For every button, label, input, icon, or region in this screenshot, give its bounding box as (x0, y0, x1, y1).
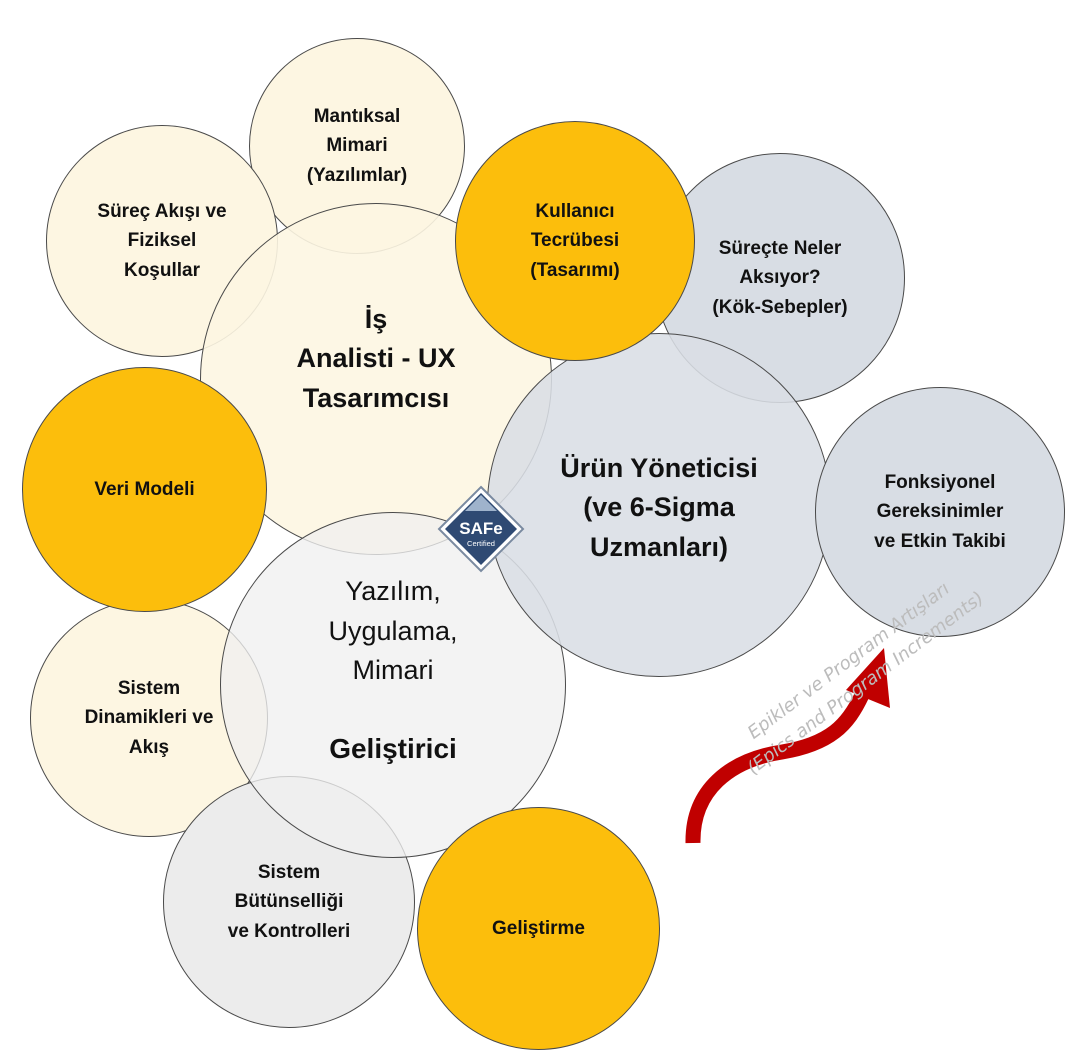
circle-gelistirici-label-group: Yazılım, Uygulama, Mimari Geliştirici (328, 533, 457, 836)
circle-surec-akisi-label: Süreç Akışı ve Fiziksel Koşullar (97, 200, 227, 281)
badge-title: SAFe (459, 519, 502, 538)
curved-arrow-icon (685, 648, 890, 844)
circle-kullanici-tecrubesi: Kullanıcı Tecrübesi (Tasarımı) (455, 121, 695, 361)
circle-urun-yoneticisi-label: Ürün Yöneticisi (ve 6-Sigma Uzmanları) (560, 453, 758, 562)
circle-kullanici-tecrubesi-label: Kullanıcı Tecrübesi (Tasarımı) (530, 200, 620, 281)
circle-veri-modeli: Veri Modeli (22, 367, 267, 612)
circle-fonksiyonel-gereksinimler-label: Fonksiyonel Gereksinimler ve Etkin Takib… (874, 471, 1006, 552)
circle-fonksiyonel-gereksinimler: Fonksiyonel Gereksinimler ve Etkin Takib… (815, 387, 1065, 637)
circle-gelistirme: Geliştirme (417, 807, 660, 1050)
circle-is-analisti-label: İş Analisti - UX Tasarımcısı (296, 304, 456, 413)
circle-surecte-neler-label: Süreçte Neler Aksıyor? (Kök-Sebepler) (712, 237, 848, 318)
badge-subtitle: Certified (467, 539, 495, 548)
circle-mantiksal-mimari-label: Mantıksal Mimari (Yazılımlar) (306, 105, 408, 186)
circle-sistem-butunselligi-label: Sistem Bütünselliği ve Kontrolleri (227, 861, 351, 942)
circle-veri-modeli-label: Veri Modeli (94, 478, 195, 500)
safe-certified-badge: SAFe Certified (437, 485, 525, 573)
circle-gelistirici-title: Geliştirici (329, 732, 457, 764)
circle-sistem-dinamikleri-label: Sistem Dinamikleri ve Akış (84, 677, 214, 758)
circle-urun-yoneticisi: Ürün Yöneticisi (ve 6-Sigma Uzmanları) (487, 333, 831, 677)
circle-gelistirici-label: Yazılım, Uygulama, Mimari (328, 576, 458, 685)
circle-gelistirme-label: Geliştirme (492, 917, 585, 939)
